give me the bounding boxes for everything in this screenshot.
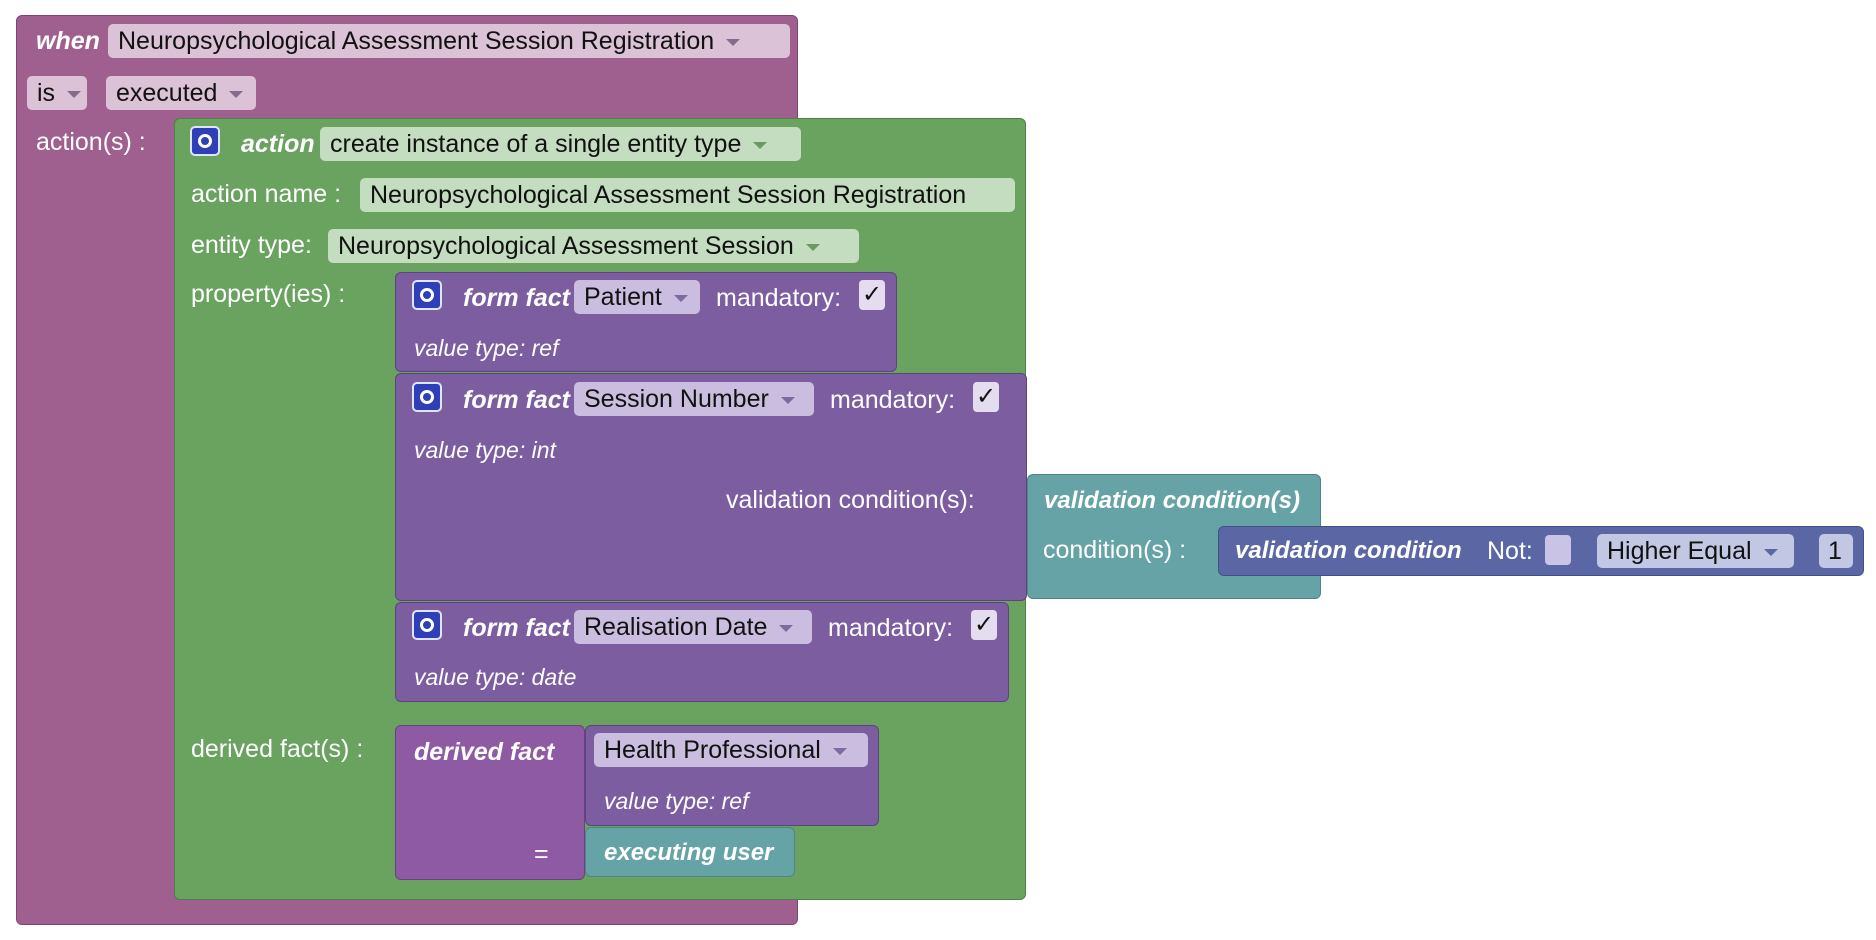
operator-dropdown[interactable]: Higher Equal: [1597, 534, 1794, 568]
executing-user-label: executing user: [604, 839, 774, 866]
form-fact-keyword: form fact: [463, 614, 570, 642]
validation-condition-keyword: validation condition: [1235, 537, 1462, 564]
fact-dropdown[interactable]: Patient: [574, 280, 700, 314]
chevron-down-icon: [779, 624, 794, 632]
form-fact-keyword: form fact: [463, 386, 570, 414]
chevron-down-icon: [229, 90, 244, 98]
equals-sign: =: [534, 840, 549, 868]
properties-label: property(ies) :: [191, 280, 346, 308]
entity-type-dropdown[interactable]: Neuropsychological Assessment Session: [328, 229, 859, 263]
gear-icon[interactable]: [412, 382, 442, 412]
form-fact-keyword: form fact: [463, 284, 570, 312]
entity-type-value: Neuropsychological Assessment Session: [338, 232, 794, 260]
derived-fact-dropdown[interactable]: Health Professional: [594, 733, 868, 767]
mandatory-label: mandatory:: [716, 284, 842, 312]
action-name-input[interactable]: Neuropsychological Assessment Session Re…: [360, 178, 1015, 212]
mandatory-checkbox[interactable]: ✓: [973, 382, 999, 412]
chevron-down-icon: [780, 396, 795, 404]
action-keyword: action: [241, 130, 315, 158]
validation-conditions-keyword: validation condition(s): [1044, 487, 1300, 514]
value-type-label: value type: date: [414, 664, 577, 690]
validation-label: validation condition(s):: [726, 486, 975, 514]
derived-facts-label: derived fact(s) :: [191, 735, 364, 763]
action-type-label: create instance of a single entity type: [330, 130, 742, 158]
chevron-down-icon: [673, 294, 688, 302]
chevron-down-icon: [726, 38, 741, 46]
fact-name: Session Number: [584, 385, 769, 413]
value-type-label: value type: ref: [414, 335, 559, 361]
chevron-down-icon: [753, 141, 768, 149]
operator-label: Higher Equal: [1607, 537, 1752, 565]
mandatory-checkbox[interactable]: ✓: [971, 610, 997, 640]
mandatory-label: mandatory:: [830, 386, 956, 414]
fact-name: Patient: [584, 283, 662, 311]
gear-icon[interactable]: [412, 610, 442, 640]
when-keyword: when: [36, 27, 100, 55]
gear-icon[interactable]: [412, 280, 442, 310]
mandatory-label: mandatory:: [828, 614, 954, 642]
not-checkbox[interactable]: [1545, 535, 1571, 565]
action-name-label: action name :: [191, 180, 342, 208]
mandatory-checkbox[interactable]: ✓: [859, 280, 885, 310]
fact-name: Realisation Date: [584, 613, 768, 641]
value-type-label: value type: int: [414, 437, 556, 463]
entity-type-label: entity type:: [191, 231, 312, 259]
chevron-down-icon: [805, 243, 820, 251]
fact-dropdown[interactable]: Realisation Date: [574, 610, 812, 644]
executing-user-block[interactable]: [585, 827, 795, 877]
derived-fact-name: Health Professional: [604, 736, 821, 764]
derived-fact-keyword: derived fact: [414, 738, 555, 766]
action-type-dropdown[interactable]: create instance of a single entity type: [320, 127, 801, 161]
fact-dropdown[interactable]: Session Number: [574, 382, 814, 416]
is-dropdown[interactable]: is: [27, 76, 87, 110]
derived-fact-block[interactable]: [395, 725, 585, 880]
gear-icon[interactable]: [190, 126, 220, 156]
chevron-down-icon: [832, 747, 847, 755]
derived-value-type: value type: ref: [604, 788, 749, 814]
state-dropdown[interactable]: executed: [106, 76, 256, 110]
event-dropdown[interactable]: Neuropsychological Assessment Session Re…: [108, 24, 790, 58]
not-label: Not:: [1487, 537, 1533, 565]
actions-label: action(s) :: [36, 128, 146, 156]
condition-value: 1: [1828, 537, 1842, 565]
state-label: executed: [116, 79, 218, 107]
condition-value-input[interactable]: 1: [1819, 534, 1853, 568]
event-label: Neuropsychological Assessment Session Re…: [118, 27, 715, 55]
conditions-label: condition(s) :: [1043, 536, 1187, 564]
chevron-down-icon: [67, 90, 82, 98]
chevron-down-icon: [1763, 548, 1778, 556]
action-name-value: Neuropsychological Assessment Session Re…: [370, 181, 967, 209]
is-label: is: [37, 79, 56, 107]
